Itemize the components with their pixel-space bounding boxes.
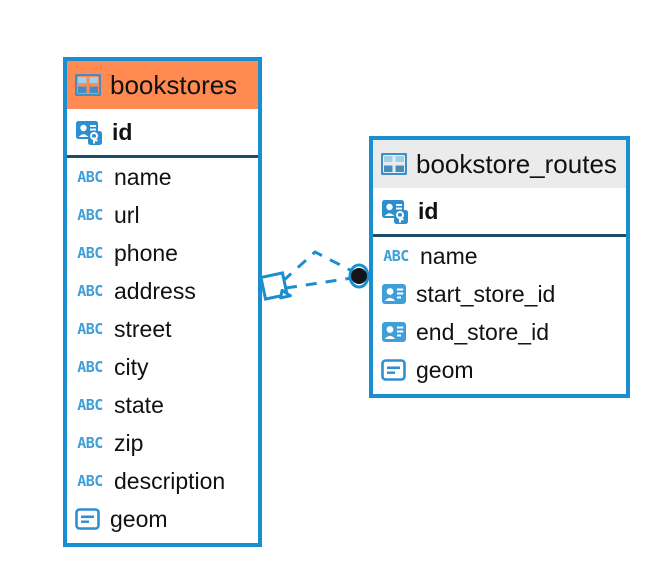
primary-key-icon [381,197,409,225]
field-row-start-store-id[interactable]: start_store_id [373,275,626,313]
field-label-city: city [114,353,149,380]
field-row-description[interactable]: ABC description [67,462,258,500]
field-label-state: state [114,391,164,418]
text-type-icon: ABC [77,433,103,452]
entity-title-label: bookstore_routes [416,149,617,179]
foreign-key-icon [381,320,407,344]
relationship-target-circle-ring [348,263,370,289]
field-label-id: id [418,197,439,224]
field-row-address[interactable]: ABC address [67,272,258,310]
relationship-target-circle [351,268,367,284]
primary-key-section-bookstore-routes: id [373,188,626,237]
entity-title-label: bookstores [110,70,238,100]
table-icon [75,74,101,96]
text-type-icon: ABC [77,319,103,338]
table-icon [381,153,407,175]
text-type-icon: ABC [77,243,103,262]
field-label-name: name [420,242,478,269]
text-type-icon: ABC [77,205,103,224]
field-label-end-store-id: end_store_id [416,318,549,345]
text-type-icon: ABC [77,395,103,414]
field-row-id[interactable]: id [67,109,258,155]
text-type-icon: ABC [77,357,103,376]
field-label-description: description [114,467,226,494]
field-label-zip: zip [114,429,144,456]
field-row-end-store-id[interactable]: end_store_id [373,313,626,351]
field-row-id[interactable]: id [373,188,626,234]
field-label-address: address [114,277,196,304]
text-type-icon: ABC [383,246,409,265]
text-type-icon: ABC [77,167,103,186]
field-row-city[interactable]: ABC city [67,348,258,386]
geometry-type-icon [381,358,407,382]
field-label-geom: geom [110,505,168,532]
entity-table-bookstores[interactable]: bookstores id [63,57,262,547]
field-row-name[interactable]: ABC name [67,158,258,196]
field-label-name: name [114,163,172,190]
field-label-phone: phone [114,239,178,266]
field-row-phone[interactable]: ABC phone [67,234,258,272]
primary-key-section-bookstores: id [67,109,258,158]
primary-key-icon [75,118,103,146]
field-row-state[interactable]: ABC state [67,386,258,424]
relationship-source-diamond [259,271,292,301]
relationship-line-lower [285,276,353,290]
entity-table-bookstore-routes[interactable]: bookstore_routes [369,136,630,398]
field-row-geom[interactable]: geom [67,500,258,538]
field-row-geom[interactable]: geom [373,351,626,389]
field-row-street[interactable]: ABC street [67,310,258,348]
foreign-key-icon [381,282,407,306]
field-row-zip[interactable]: ABC zip [67,424,258,462]
text-type-icon: ABC [77,471,103,490]
entity-header-bookstores[interactable]: bookstores [67,61,258,109]
field-label-start-store-id: start_store_id [416,280,556,307]
geometry-type-icon [75,507,101,531]
relationship-line-upper [281,250,355,283]
field-label-id: id [112,118,133,145]
field-label-geom: geom [416,356,474,383]
field-row-url[interactable]: ABC url [67,196,258,234]
text-type-icon: ABC [77,281,103,300]
field-label-url: url [114,201,140,228]
entity-header-bookstore-routes[interactable]: bookstore_routes [373,140,626,188]
field-label-street: street [114,315,172,342]
field-row-name[interactable]: ABC name [373,237,626,275]
